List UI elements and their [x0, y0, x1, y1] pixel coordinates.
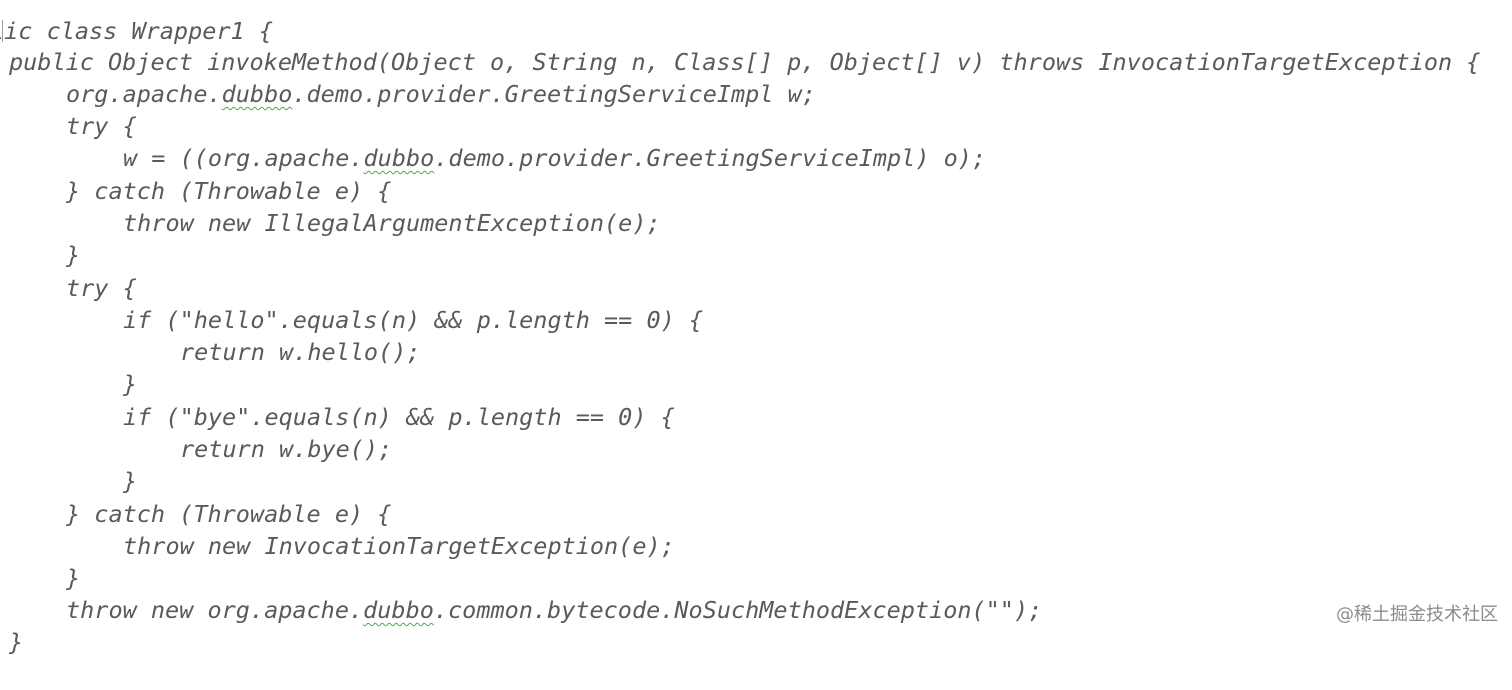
code-text: throw new IllegalArgumentException(e);: [123, 209, 661, 237]
code-text: org.apache.dubbo.demo.provider.GreetingS…: [66, 78, 816, 110]
code-line: } catch (Throwable e) {: [0, 143, 391, 205]
code-text: try {: [66, 274, 137, 302]
code-token: w = ((org.apache.: [123, 144, 364, 172]
code-line: try {: [0, 240, 137, 302]
code-line: w = ((org.apache.dubbo.demo.provider.Gre…: [0, 110, 986, 172]
code-text: }: [66, 564, 81, 592]
code-line: org.apache.dubbo.demo.provider.GreetingS…: [0, 46, 816, 108]
code-line: if ("bye".equals(n) && p.length == 0) {: [0, 369, 675, 431]
code-token: .demo.provider.GreetingServiceImpl w;: [292, 80, 816, 108]
code-line: if ("hello".equals(n) && p.length == 0) …: [0, 272, 703, 334]
code-text: }: [123, 370, 138, 398]
code-line: throw new InvocationTargetException(e);: [0, 498, 675, 560]
code-token: .common.bytecode.NoSuchMethodException("…: [433, 596, 1043, 624]
code-text: } catch (Throwable e) {: [66, 500, 392, 528]
code-text: public Object invokeMethod(Object o, Str…: [9, 48, 1481, 76]
code-line: throw new IllegalArgumentException(e);: [0, 175, 661, 237]
typo-word: dubbo: [363, 144, 435, 172]
code-text: if ("hello".equals(n) && p.length == 0) …: [123, 306, 704, 334]
code-text: try {: [66, 112, 137, 140]
typo-word: dubbo: [363, 596, 434, 624]
code-line: }: [0, 207, 80, 269]
code-text: } catch (Throwable e) {: [66, 177, 392, 205]
code-line: }: [0, 336, 137, 398]
code-text: return w.bye();: [180, 435, 393, 463]
code-text: }: [9, 628, 24, 656]
code-text: }: [66, 241, 81, 269]
code-line: throw new org.apache.dubbo.common.byteco…: [0, 562, 1042, 624]
code-text: throw new org.apache.dubbo.common.byteco…: [66, 594, 1042, 626]
code-text: if ("bye".equals(n) && p.length == 0) {: [123, 403, 675, 431]
code-text: }: [123, 467, 138, 495]
code-text: throw new InvocationTargetException(e);: [123, 532, 675, 560]
code-token: .demo.provider.GreetingServiceImpl) o);: [434, 144, 987, 172]
code-line: return w.bye();: [0, 401, 392, 463]
code-token: org.apache.: [66, 80, 222, 108]
code-line: }: [0, 594, 57, 656]
code-editor[interactable]: lic class Wrapper1 { public Object invok…: [0, 0, 1512, 656]
text-cursor: [2, 20, 3, 42]
code-line: public Object invokeMethod(Object o, Str…: [0, 14, 1480, 76]
code-line: }: [0, 433, 137, 495]
code-text: return w.hello();: [180, 338, 421, 366]
code-line: try {: [0, 78, 137, 140]
code-line: return w.hello();: [0, 304, 421, 366]
code-line: }: [0, 530, 80, 592]
code-line: lic class Wrapper1 {: [0, 0, 273, 45]
code-text: lic class Wrapper1 {: [0, 17, 273, 45]
code-text: w = ((org.apache.dubbo.demo.provider.Gre…: [123, 142, 986, 174]
typo-word: dubbo: [221, 80, 293, 108]
code-line: } catch (Throwable e) {: [0, 466, 391, 528]
watermark: @稀土掘金技术社区: [1336, 604, 1498, 625]
code-token: throw new org.apache.: [66, 596, 364, 624]
